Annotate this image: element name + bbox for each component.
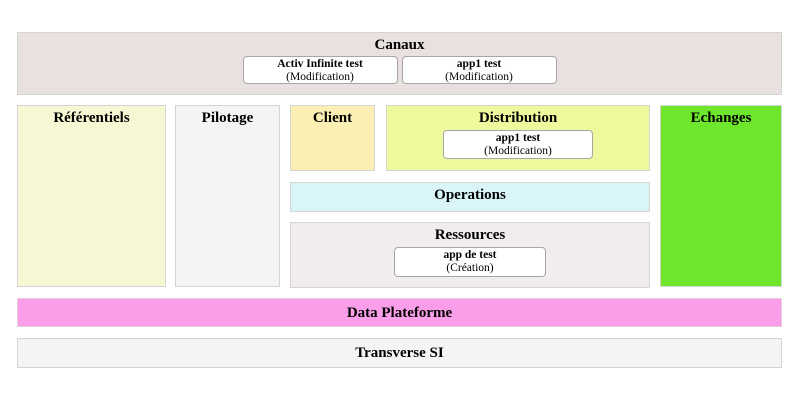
- app-card-app1-test-canaux[interactable]: app1 test (Modification): [401, 56, 557, 84]
- section-ressources-title: Ressources: [434, 227, 506, 243]
- section-pilotage: Pilotage: [175, 105, 280, 287]
- app-card-name: app1 test: [495, 132, 541, 144]
- section-referentiels: Référentiels: [17, 105, 166, 287]
- app-card-app-de-test[interactable]: app de test (Création): [394, 247, 546, 277]
- canaux-cards-row: Activ Infinite test (Modification) app1 …: [18, 56, 781, 84]
- section-client: Client: [290, 105, 375, 171]
- section-data-plateforme: Data Plateforme: [17, 298, 782, 327]
- section-transverse-si: Transverse SI: [17, 338, 782, 368]
- section-pilotage-title: Pilotage: [201, 110, 254, 126]
- section-canaux: Canaux Activ Infinite test (Modification…: [17, 32, 782, 95]
- section-echanges: Echanges: [660, 105, 782, 287]
- app-card-name: app de test: [443, 249, 497, 261]
- section-canaux-title: Canaux: [374, 37, 425, 53]
- section-operations-title: Operations: [434, 187, 506, 203]
- section-distribution: Distribution app1 test (Modification): [386, 105, 650, 171]
- section-transverse-si-title: Transverse SI: [355, 345, 444, 361]
- section-operations: Operations: [290, 182, 650, 212]
- app-card-status: (Modification): [484, 145, 552, 157]
- app-card-name: app1 test: [456, 58, 502, 70]
- app-card-name: Activ Infinite test: [277, 58, 363, 70]
- app-card-status: (Modification): [286, 71, 354, 83]
- app-card-app1-test-distribution[interactable]: app1 test (Modification): [443, 130, 593, 159]
- section-referentiels-title: Référentiels: [53, 110, 130, 126]
- section-echanges-title: Echanges: [690, 110, 752, 126]
- app-card-activ-infinite-test[interactable]: Activ Infinite test (Modification): [242, 56, 398, 84]
- section-ressources: Ressources app de test (Création): [290, 222, 650, 288]
- section-data-plateforme-title: Data Plateforme: [346, 305, 453, 321]
- section-client-title: Client: [312, 110, 353, 126]
- app-card-status: (Création): [446, 262, 494, 274]
- app-card-status: (Modification): [445, 71, 513, 83]
- section-distribution-title: Distribution: [478, 110, 558, 126]
